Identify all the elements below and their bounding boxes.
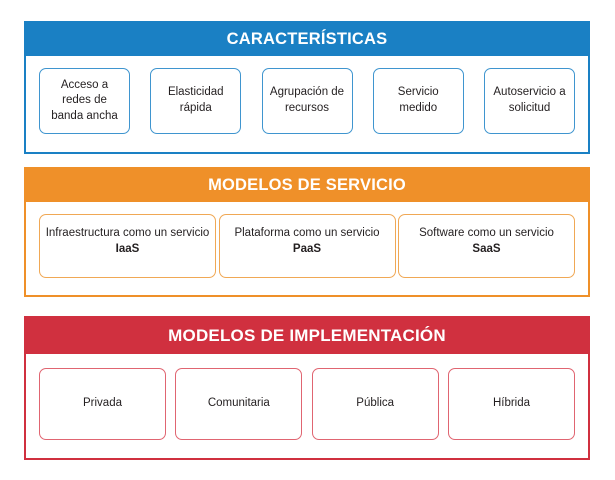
section-features: CARACTERÍSTICAS Acceso a redes de banda … [24, 21, 590, 155]
card-label: Infraestructura como un servicio [45, 227, 210, 240]
deployment-card-hybrid[interactable]: Híbrida [447, 367, 575, 440]
card-label: Acceso a redes de banda ancha [51, 78, 118, 122]
service-card-saas[interactable]: Software como un servicio SaaS [398, 214, 575, 279]
card-label-wrap: Software como un servicio SaaS [419, 226, 554, 257]
feature-card-measured-service[interactable]: Servicio medido [372, 68, 464, 134]
section-service-models-cards: Infraestructura como un servicio IaaS Pl… [26, 202, 588, 295]
feature-card-broadband-access[interactable]: Acceso a redes de banda ancha [39, 68, 130, 134]
deployment-card-community[interactable]: Comunitaria [175, 367, 303, 440]
card-label: Servicio medido [397, 86, 439, 114]
card-label-wrap: Plataforma como un servicio PaaS [234, 226, 379, 257]
card-label: Software como un servicio [419, 227, 554, 240]
service-card-iaas[interactable]: Infraestructura como un servicio IaaS [39, 214, 216, 279]
card-label: Híbrida [492, 397, 531, 410]
card-label: Autoservicio a solicitud [493, 86, 566, 114]
card-label: Agrupación de recursos [269, 86, 345, 114]
section-service-models: MODELOS DE SERVICIO Infraestructura como… [24, 167, 590, 297]
section-deployment-models-cards: Privada Comunitaria Pública Híbrida [26, 354, 588, 458]
deployment-card-public[interactable]: Pública [311, 367, 439, 440]
card-label: Elasticidad rápida [167, 86, 224, 114]
card-label: Comunitaria [207, 397, 270, 410]
feature-card-resource-pooling[interactable]: Agrupación de recursos [261, 68, 353, 134]
card-acronym: SaaS [472, 243, 501, 255]
card-acronym: IaaS [115, 243, 140, 255]
section-deployment-models-header: MODELOS DE IMPLEMENTACIÓN [26, 317, 588, 354]
feature-card-on-demand-self-service[interactable]: Autoservicio a solicitud [484, 68, 575, 134]
feature-card-rapid-elasticity[interactable]: Elasticidad rápida [150, 68, 242, 134]
section-service-models-header: MODELOS DE SERVICIO [26, 169, 588, 203]
card-label: Privada [83, 397, 122, 410]
card-label: Pública [356, 397, 395, 410]
section-features-cards: Acceso a redes de banda ancha Elasticida… [26, 56, 588, 152]
deployment-card-private[interactable]: Privada [39, 367, 166, 440]
section-deployment-models: MODELOS DE IMPLEMENTACIÓN Privada Comuni… [24, 315, 590, 460]
card-label-wrap: Infraestructura como un servicio IaaS [46, 226, 210, 257]
card-acronym: PaaS [292, 243, 322, 255]
section-features-header: CARACTERÍSTICAS [26, 23, 588, 56]
service-card-paas[interactable]: Plataforma como un servicio PaaS [218, 214, 396, 279]
card-label: Plataforma como un servicio [234, 227, 380, 240]
